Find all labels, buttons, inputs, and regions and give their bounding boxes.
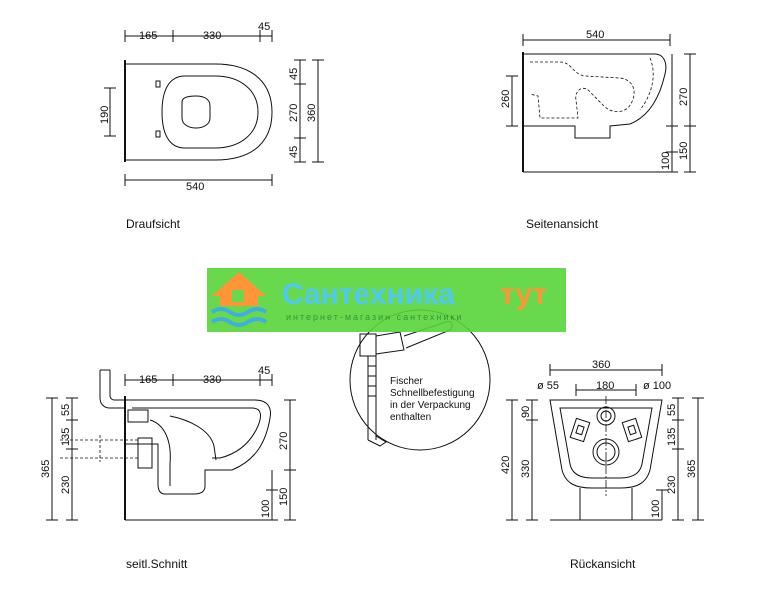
top-dim-360: 360 (306, 104, 318, 122)
top-dim-45-lower: 45 (288, 146, 300, 158)
section-dim-45: 45 (258, 365, 270, 377)
section-bowl-outline (125, 399, 271, 495)
watermark-band (207, 268, 566, 332)
rear-view: 360 ø 55 180 ø 100 420 90 330 (500, 359, 704, 571)
side-bowl-hidden-line (529, 61, 635, 119)
section-view: 165 330 45 365 55 135 230 (40, 365, 296, 571)
rear-dim-90: 90 (520, 406, 532, 418)
top-seat-ring (161, 75, 259, 149)
side-dim-260: 260 (500, 90, 512, 108)
rear-dim-360: 360 (592, 359, 610, 371)
rear-dim-dia100: ø 100 (643, 380, 671, 392)
section-dim-230: 230 (60, 476, 72, 494)
rear-dim-dia55: ø 55 (537, 380, 559, 392)
side-dim-150: 150 (678, 142, 690, 160)
section-dim-150: 150 (278, 488, 290, 506)
rear-body-outline (549, 399, 663, 489)
top-dim-45: 45 (258, 21, 270, 33)
top-bowl-opening (181, 95, 211, 129)
fixing-note-line-2: Schnellbefestigung (390, 388, 475, 399)
rear-dim-330: 330 (520, 460, 532, 478)
side-view-caption: Seitenansicht (526, 217, 599, 231)
top-dim-45-upper: 45 (288, 68, 300, 80)
top-dim-270: 270 (288, 104, 300, 122)
section-dim-270: 270 (278, 432, 290, 450)
side-view: 540 260 100 270 150 Seitenansicht (500, 29, 696, 231)
watermark-accent: тут (500, 278, 547, 311)
top-dim-540: 540 (186, 181, 204, 193)
side-dim-540: 540 (586, 29, 604, 41)
watermark-title: Сантехника (282, 278, 455, 311)
side-bowl-outline (523, 53, 667, 139)
section-dim-165: 165 (139, 374, 157, 386)
top-dim-330: 330 (203, 30, 221, 42)
rear-dim-420: 420 (500, 456, 512, 474)
rear-dim-230: 230 (666, 476, 678, 494)
watermark-subtitle: интернет-магазин сантехники (286, 312, 463, 322)
section-dim-100: 100 (260, 500, 272, 518)
rear-dim-100: 100 (650, 500, 662, 518)
top-view: 165 330 45 540 190 45 270 45 (99, 21, 324, 231)
rear-dim-365: 365 (686, 460, 698, 478)
fixing-note-line-1: Fischer (390, 376, 423, 387)
top-bowl-outline (125, 63, 273, 161)
section-dim-135: 135 (60, 428, 72, 446)
rear-dim-55: 55 (666, 404, 678, 416)
top-dim-190: 190 (99, 106, 111, 124)
rear-dim-180: 180 (596, 380, 614, 392)
rear-view-caption: Rückansicht (570, 557, 636, 571)
side-dim-100: 100 (660, 152, 672, 170)
top-view-caption: Draufsicht (126, 217, 181, 231)
section-dim-55: 55 (60, 404, 72, 416)
section-dim-365: 365 (40, 460, 52, 478)
section-view-caption: seitl.Schnitt (126, 557, 188, 571)
side-dim-270: 270 (678, 88, 690, 106)
section-dim-330: 330 (203, 374, 221, 386)
top-dim-165: 165 (139, 30, 157, 42)
house-wave-icon (210, 272, 268, 327)
section-flush-pipe (99, 370, 126, 409)
fixing-note-line-3: in der Verpackung (390, 400, 471, 411)
fixing-note-line-4: enthalten (390, 412, 431, 423)
watermark: Сантехника тут интернет-магазин сантехни… (207, 268, 566, 332)
rear-dim-135: 135 (666, 428, 678, 446)
